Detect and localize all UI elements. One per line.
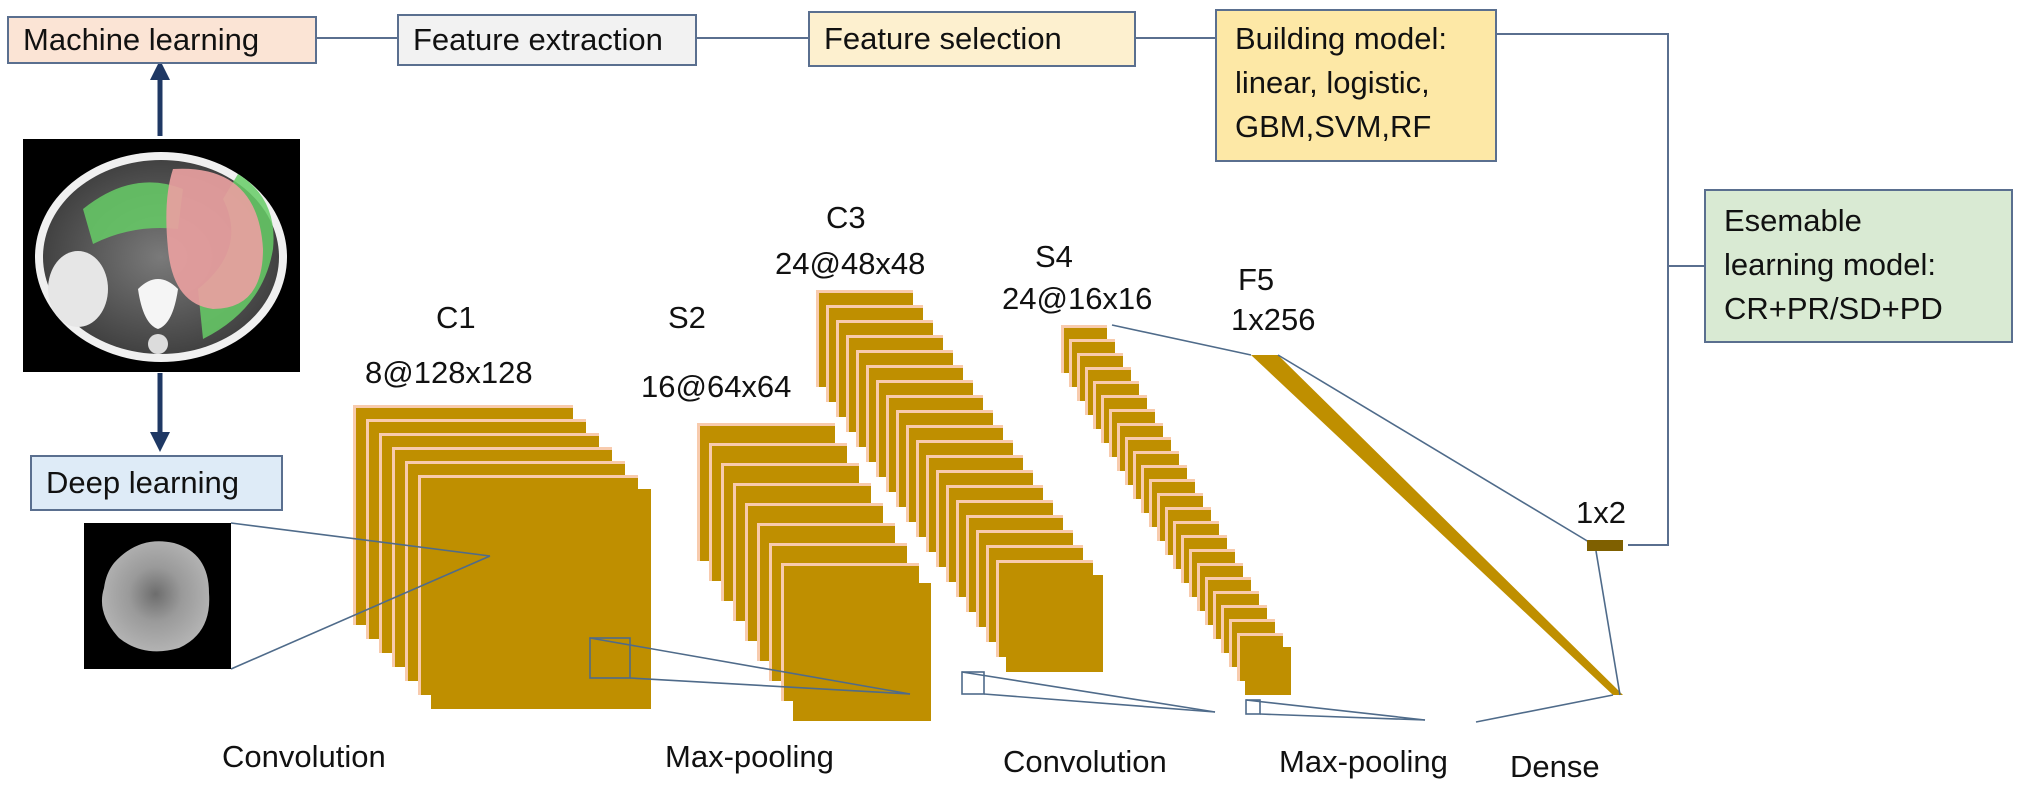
- connector-output-to-ensemble: [1628, 266, 1669, 546]
- operation-max-pooling-1: Max-pooling: [665, 739, 834, 774]
- kernel-line: [230, 522, 491, 557]
- cnn-connectors: [230, 324, 1621, 723]
- f5-name: F5: [1238, 262, 1275, 297]
- pooling-line: [589, 637, 911, 695]
- deep-learning-label: Deep learning: [46, 465, 240, 500]
- ensemble-line-3: CR+PR/SD+PD: [1724, 291, 1943, 326]
- operation-max-pooling-2: Max-pooling: [1279, 744, 1448, 779]
- c1-stack: [353, 405, 651, 709]
- operation-convolution-1: Convolution: [222, 739, 386, 774]
- s4-name: S4: [1035, 239, 1073, 274]
- machine-learning-label: Machine learning: [23, 22, 260, 57]
- feature-extraction-box: Feature extraction: [397, 14, 697, 66]
- tumor-patch-image: [84, 523, 231, 669]
- c3-name: C3: [826, 200, 866, 235]
- pool-line: [1245, 699, 1426, 721]
- output-dims: 1x2: [1576, 495, 1626, 530]
- kernel-line: [230, 555, 491, 670]
- feature-selection-box: Feature selection: [808, 11, 1136, 67]
- c1-feature-map: [431, 489, 651, 709]
- dense-line: [1111, 324, 1252, 356]
- feature-selection-label: Feature selection: [824, 21, 1062, 56]
- pipeline-connectors: [317, 33, 1704, 546]
- pooling-window: [589, 637, 631, 679]
- s2-stack: [697, 423, 931, 721]
- f5-dense-layer: [1251, 355, 1623, 695]
- operation-dense: Dense: [1510, 749, 1600, 784]
- s2-dims: 16@64x64: [641, 369, 792, 404]
- building-model-line-3: GBM,SVM,RF: [1235, 109, 1432, 144]
- output-node: [1587, 540, 1623, 551]
- feature-extraction-label: Feature extraction: [413, 22, 663, 57]
- machine-learning-box: Machine learning: [7, 16, 317, 64]
- tumor-patch-graphic: [101, 541, 210, 652]
- s2-feature-map: [793, 583, 931, 721]
- operation-convolution-2: Convolution: [1003, 744, 1167, 779]
- s4-feature-map: [1245, 647, 1291, 695]
- conv-line: [983, 693, 1216, 713]
- c1-name: C1: [436, 300, 476, 335]
- building-model-line-2: linear, logistic,: [1235, 65, 1430, 100]
- ct-scan-graphic: [35, 152, 287, 362]
- connector-building-to-ensemble: [1497, 33, 1704, 267]
- c1-dims: 8@128x128: [365, 355, 533, 390]
- deep-learning-box: Deep learning: [30, 455, 283, 511]
- ct-image: [23, 139, 300, 372]
- s2-name: S2: [668, 300, 706, 335]
- ensemble-line-1: Esemable: [1724, 203, 1862, 238]
- conv-line: [961, 671, 1216, 713]
- dense-line: [1475, 694, 1614, 723]
- output-line: [1277, 354, 1595, 546]
- pool-line: [1259, 713, 1426, 721]
- f5-dims: 1x256: [1231, 302, 1316, 337]
- c3-stack: [816, 290, 1103, 672]
- building-model-line-1: Building model:: [1235, 21, 1447, 56]
- ensemble-line-2: learning model:: [1724, 247, 1936, 282]
- c3-feature-map: [1006, 575, 1103, 672]
- pooling-line: [629, 677, 911, 695]
- conv-window: [961, 671, 985, 695]
- s4-stack: [1061, 325, 1291, 695]
- output-line: [1595, 550, 1621, 696]
- ensemble-model-box: Esemable learning model: CR+PR/SD+PD: [1704, 189, 2013, 343]
- c3-dims: 24@48x48: [775, 246, 926, 281]
- s4-dims: 24@16x16: [1002, 281, 1153, 316]
- building-model-box: Building model: linear, logistic, GBM,SV…: [1215, 9, 1497, 162]
